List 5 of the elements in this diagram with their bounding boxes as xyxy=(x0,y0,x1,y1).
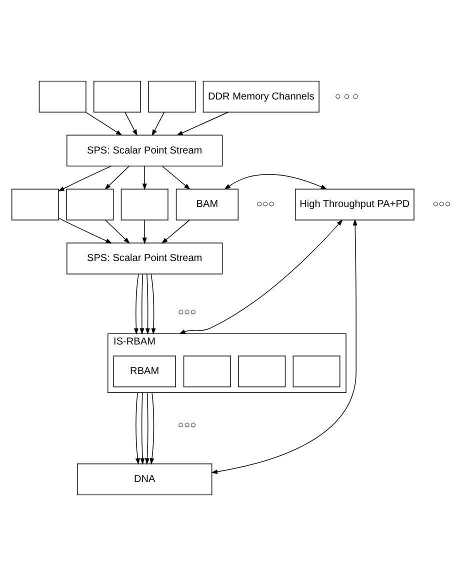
label: ○○○ xyxy=(177,420,196,432)
label: ○ ○ ○ xyxy=(334,91,358,102)
label: ○○○ xyxy=(432,199,450,210)
label: ○○○ xyxy=(177,307,196,318)
label: ○○○ xyxy=(256,199,274,210)
